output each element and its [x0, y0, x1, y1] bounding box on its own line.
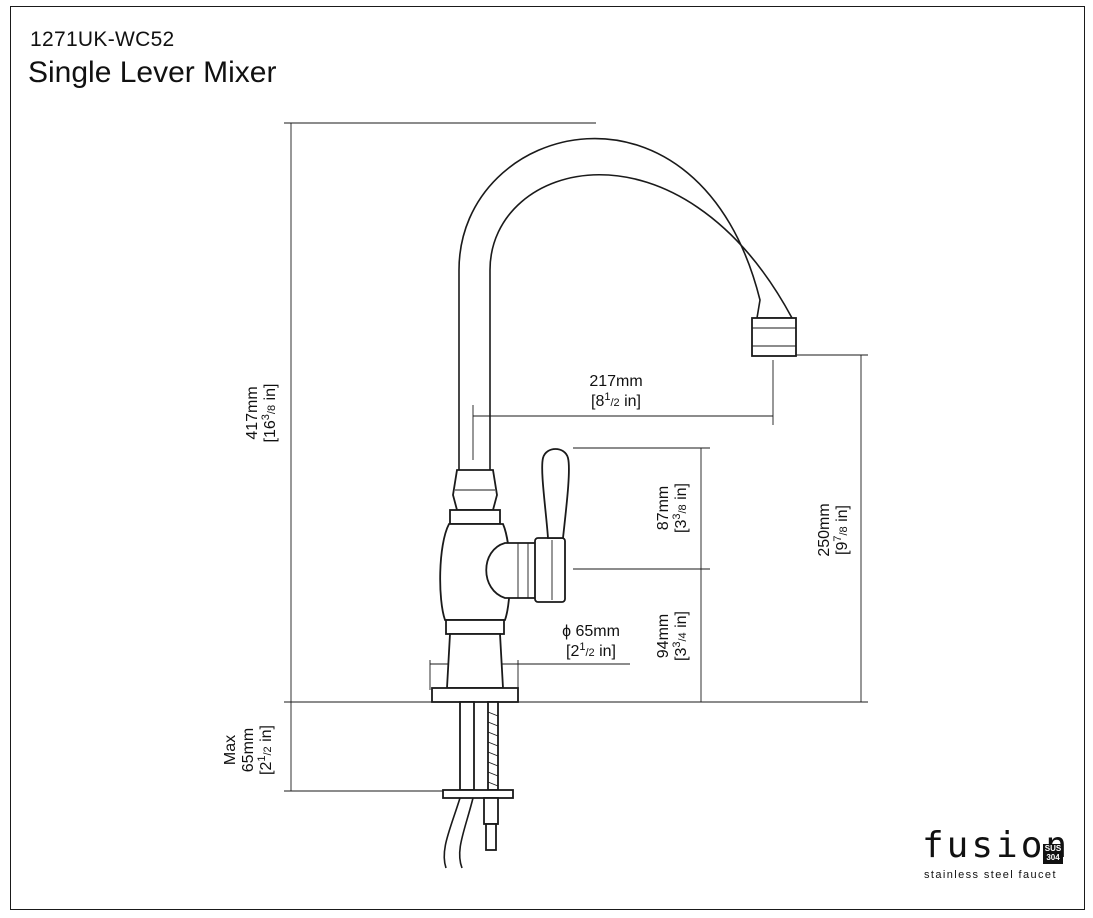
base-diameter-label: ϕ 65mm [21/2 in]: [562, 623, 620, 660]
svg-text:ϕ 65mm: ϕ 65mm: [562, 623, 620, 640]
svg-text:[97/8 in]: [97/8 in]: [832, 505, 851, 555]
spout-height-label: 250mm [97/8 in]: [816, 503, 851, 556]
badge-top-text: SUS: [1044, 844, 1062, 853]
lever-height-label: 87mm [33/8 in]: [655, 483, 690, 533]
svg-text:217mm: 217mm: [589, 373, 642, 390]
svg-text:65mm: 65mm: [240, 728, 257, 772]
height-total-label: 417mm [163/8 in]: [244, 384, 279, 443]
badge-bottom-text: 304: [1046, 853, 1060, 862]
product-title: Single Lever Mixer: [28, 56, 277, 89]
svg-text:[21/2 in]: [21/2 in]: [256, 725, 275, 775]
svg-text:[21/2 in]: [21/2 in]: [566, 641, 616, 660]
svg-text:417mm: 417mm: [244, 386, 261, 439]
reach-label: 217mm [81/2 in]: [589, 373, 642, 410]
svg-text:87mm: 87mm: [655, 486, 672, 530]
dimension-lines: [284, 122, 868, 792]
drawing-frame: [10, 6, 1085, 910]
brand-word: fusion: [922, 825, 1071, 866]
model-code: 1271UK-WC52: [30, 28, 175, 51]
sus304-badge: SUS 304: [1043, 844, 1063, 864]
svg-text:[81/2 in]: [81/2 in]: [591, 391, 641, 410]
svg-text:[33/8 in]: [33/8 in]: [671, 483, 690, 533]
lever-axis-height-label: 94mm [33/4 in]: [655, 611, 690, 661]
faucet-outline: [431, 137, 797, 869]
svg-text:Max: Max: [222, 735, 239, 765]
brand-tagline: stainless steel faucet: [924, 869, 1057, 881]
svg-text:[33/4 in]: [33/4 in]: [671, 611, 690, 661]
svg-text:[163/8 in]: [163/8 in]: [260, 384, 279, 443]
max-deck-label: Max 65mm [21/2 in]: [222, 725, 275, 775]
svg-text:250mm: 250mm: [816, 503, 833, 556]
svg-text:94mm: 94mm: [655, 614, 672, 658]
